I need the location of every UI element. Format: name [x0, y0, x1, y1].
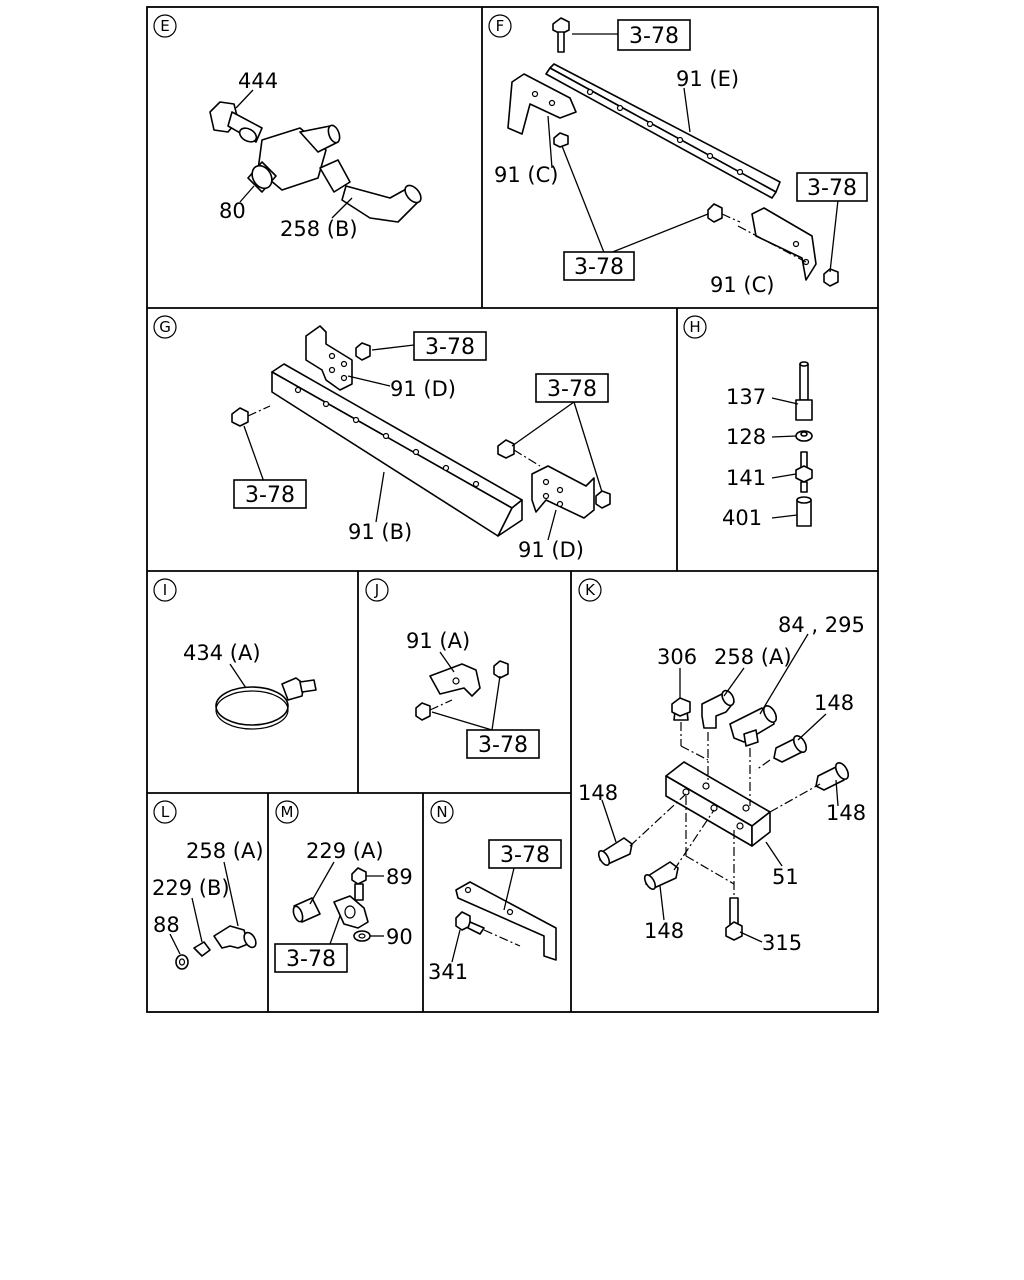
- label-148: 148: [644, 919, 684, 943]
- section-marker-i: [153, 578, 177, 602]
- ref-box-3-78: [535, 373, 609, 403]
- label-401: 401: [722, 506, 762, 530]
- label-306: 306: [657, 645, 697, 669]
- label-90: 90: [386, 925, 413, 949]
- ref-box-3-78: [413, 331, 487, 361]
- small-bracket-illustration: [415, 660, 509, 721]
- section-marker-l: [153, 800, 177, 824]
- label-91e: 91 (E): [676, 67, 739, 91]
- section-letter-f: F: [496, 17, 505, 35]
- label-148: 148: [826, 801, 866, 825]
- label-80: 80: [219, 199, 246, 223]
- tee-fitting-illustration: [209, 101, 422, 223]
- label-137: 137: [726, 385, 766, 409]
- section-marker-m: [275, 800, 299, 824]
- ref-box-3-78: [466, 729, 540, 759]
- section-marker-g: [153, 315, 177, 339]
- section-j: J 91 (A) 3-78: [365, 578, 540, 759]
- section-f: F: [488, 14, 868, 297]
- label-341: 341: [428, 960, 468, 984]
- label-258a: 258 (A): [186, 839, 264, 863]
- ref-3-78: 3-78: [807, 176, 857, 201]
- section-i: I 434 (A): [153, 578, 317, 730]
- label-258b: 258 (B): [280, 217, 358, 241]
- section-g: G: [153, 315, 611, 562]
- ref-box-3-78: [233, 479, 307, 509]
- label-148: 148: [814, 691, 854, 715]
- label-91c: 91 (C): [494, 163, 558, 187]
- section-m: M 229 (A) 89 90 3-78: [274, 800, 413, 973]
- hose-clamp-illustration: [215, 677, 317, 730]
- section-marker-h: [683, 315, 707, 339]
- label-444: 444: [238, 69, 278, 93]
- label-148: 148: [578, 781, 618, 805]
- label-434a: 434 (A): [183, 641, 261, 665]
- label-88: 88: [153, 913, 180, 937]
- section-h: H 137 128 141 401: [683, 315, 813, 530]
- label-128: 128: [726, 425, 766, 449]
- ref-3-78: 3-78: [478, 733, 528, 758]
- angle-bracket-illustration: [455, 881, 557, 961]
- section-letter-m: M: [281, 803, 294, 821]
- label-315: 315: [762, 931, 802, 955]
- bracket-rail-illustration: [507, 17, 839, 287]
- section-letter-h: H: [689, 318, 700, 336]
- clip-illustration: [292, 867, 371, 942]
- section-marker-n: [430, 800, 454, 824]
- ref-box-3-78: [274, 943, 348, 973]
- section-l: L 258 (A) 229 (B) 88: [152, 800, 264, 970]
- ref-3-78: 3-78: [574, 255, 624, 280]
- label-91c: 91 (C): [710, 273, 774, 297]
- section-letter-l: L: [161, 803, 170, 821]
- section-letter-e: E: [160, 17, 169, 35]
- ref-box-3-78: [796, 172, 868, 202]
- label-91d: 91 (D): [518, 538, 584, 562]
- crossmember-illustration: [231, 325, 611, 537]
- elbow-set-illustration: [175, 925, 257, 970]
- section-e: E 444 80 258 (B): [153, 14, 422, 241]
- label-91b: 91 (B): [348, 520, 412, 544]
- section-letter-j: J: [374, 581, 379, 599]
- diagram-frame: [146, 6, 879, 1013]
- ref-box-3-78: [563, 251, 635, 281]
- section-marker-j: [365, 578, 389, 602]
- label-84-295: 84 , 295: [778, 613, 865, 637]
- ref-3-78: 3-78: [286, 947, 336, 972]
- junction-block-illustration: [597, 689, 850, 941]
- label-258a: 258 (A): [714, 645, 792, 669]
- section-letter-k: K: [585, 581, 596, 599]
- section-marker-e: [153, 14, 177, 38]
- label-91d: 91 (D): [390, 377, 456, 401]
- ref-box-3-78: [488, 839, 562, 869]
- label-229a: 229 (A): [306, 839, 384, 863]
- connector-stack-illustration: [795, 361, 813, 527]
- ref-3-78: 3-78: [500, 843, 550, 868]
- label-141: 141: [726, 466, 766, 490]
- section-n: N 3-78 341: [428, 800, 562, 984]
- section-marker-f: [488, 14, 512, 38]
- section-letter-i: I: [163, 581, 167, 599]
- label-51: 51: [772, 865, 799, 889]
- section-letter-g: G: [159, 318, 171, 336]
- section-letter-n: N: [436, 803, 447, 821]
- ref-3-78: 3-78: [425, 335, 475, 360]
- ref-box-3-78: [617, 19, 691, 51]
- section-marker-k: [578, 578, 602, 602]
- ref-3-78: 3-78: [245, 483, 295, 508]
- label-229b: 229 (B): [152, 876, 230, 900]
- label-91a: 91 (A): [406, 629, 470, 653]
- ref-3-78: 3-78: [547, 377, 597, 402]
- ref-3-78: 3-78: [629, 24, 679, 49]
- section-k: K: [578, 578, 866, 955]
- label-89: 89: [386, 865, 413, 889]
